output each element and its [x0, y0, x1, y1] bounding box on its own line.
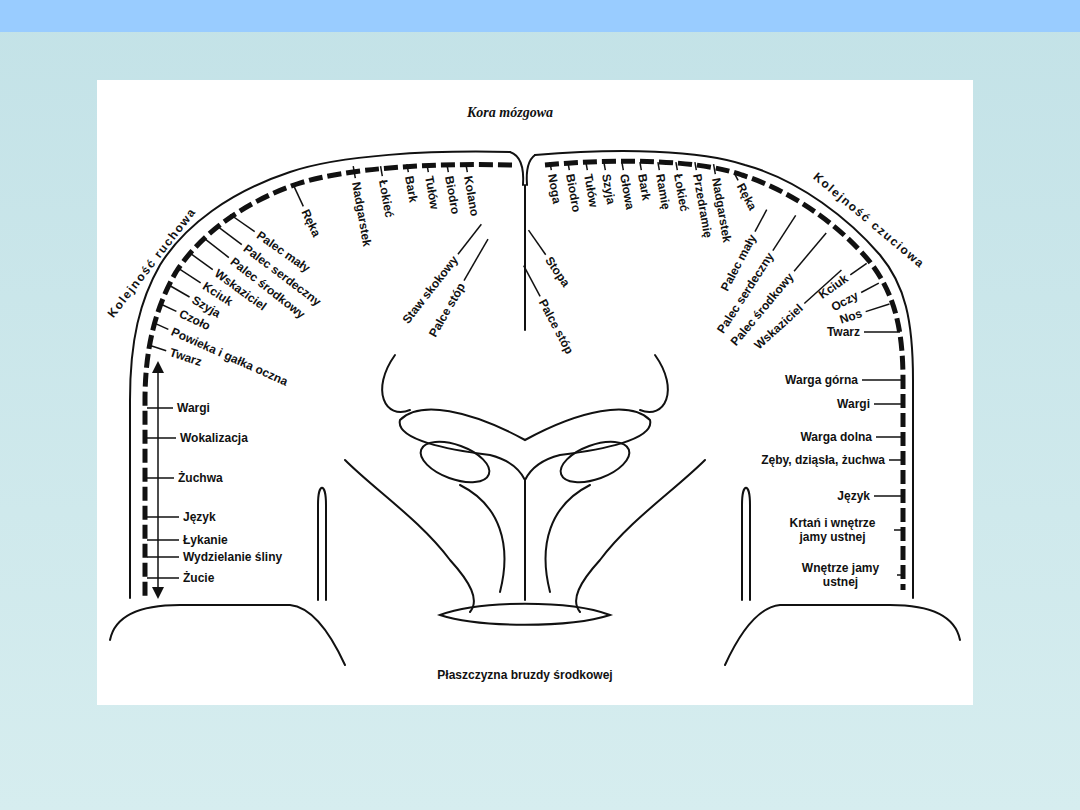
leader-line [427, 164, 428, 172]
leader-line [147, 477, 174, 479]
top-bar [0, 0, 1080, 32]
leader-line [147, 577, 179, 579]
leader-line [622, 162, 623, 170]
leader-line [168, 285, 190, 298]
region-label: Żucie [183, 571, 214, 585]
brain-outline [110, 151, 960, 665]
leader-line [714, 164, 716, 174]
leader-line [147, 437, 176, 439]
leader-line [850, 263, 866, 274]
leader-line [160, 304, 176, 312]
leader-line [640, 162, 641, 170]
leader-line [861, 283, 879, 292]
cortex-strip [145, 161, 903, 596]
leader-line [205, 239, 229, 257]
leader-line [874, 403, 903, 405]
leader-line [218, 227, 242, 245]
region-label: Wokalizacja [180, 431, 248, 445]
region-label: Warga górna [785, 373, 858, 387]
leader-line [550, 162, 551, 170]
leader-line [147, 539, 179, 541]
leader-line [353, 166, 355, 178]
leader-line [695, 162, 696, 170]
figure-caption: Płaszczyzna bruzdy środkowej [437, 668, 612, 682]
region-label: Wargi [837, 397, 870, 411]
leader-line [447, 164, 448, 172]
region-label: Język [183, 510, 216, 524]
leader-line [464, 239, 488, 281]
leader-line [568, 162, 569, 170]
leader-line [190, 253, 213, 269]
leader-line [524, 266, 540, 297]
leader-line [407, 164, 408, 172]
leader-line [866, 304, 890, 312]
region-label: Żuchwa [178, 471, 223, 485]
leader-line [658, 162, 659, 170]
region-label: Zęby, dziąsła, żuchwa [761, 453, 885, 467]
leader-line [179, 269, 201, 283]
leader-line [381, 166, 383, 176]
leader-line [889, 459, 903, 461]
leader-line [147, 516, 179, 518]
leader-line [458, 224, 481, 254]
leader-line [528, 230, 545, 255]
leader-line [147, 556, 179, 558]
leader-line [894, 529, 903, 531]
region-label: Krtań i wnętrze jamy ustnej [775, 516, 890, 544]
leader-line [147, 407, 173, 409]
leader-line [734, 173, 738, 180]
leader-line [755, 210, 767, 232]
leader-line [586, 162, 587, 170]
leader-line [897, 574, 903, 576]
white-panel [97, 80, 973, 705]
figure-title: Kora mózgowa [467, 105, 553, 121]
leader-line [151, 346, 166, 351]
region-label: Wnętrze jamy ustnej [788, 561, 893, 589]
leader-line [294, 186, 303, 206]
leader-line [156, 324, 169, 330]
leader-line [874, 495, 903, 497]
region-label: Język [837, 489, 870, 503]
leader-line [876, 436, 903, 438]
region-label: Wydzielanie śliny [183, 550, 282, 564]
region-label: Twarz [827, 325, 860, 339]
leader-line [466, 164, 467, 172]
leader-line [794, 233, 826, 271]
region-label: Warga dolna [800, 430, 872, 444]
leader-line [676, 162, 677, 170]
region-label: Wargi [177, 401, 210, 415]
leader-line [773, 215, 796, 250]
leader-line [604, 162, 605, 170]
leader-line [862, 379, 903, 381]
leader-line [230, 214, 255, 231]
order-arrow [157, 364, 159, 596]
region-label: Łykanie [183, 533, 228, 547]
leader-line [864, 331, 900, 333]
